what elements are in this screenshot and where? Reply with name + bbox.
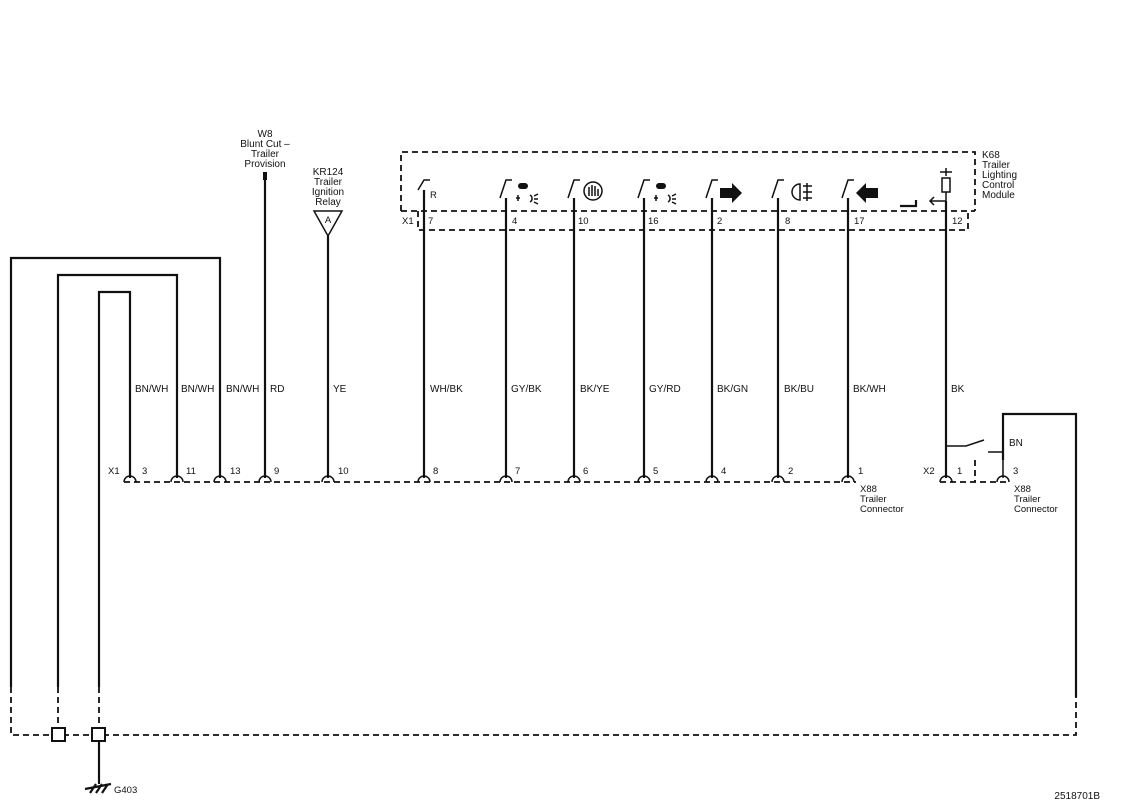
relay-line-1: Trailer xyxy=(314,177,343,188)
x1-pin: 2 xyxy=(788,466,793,477)
module-pin-17: 17 xyxy=(854,216,865,227)
k68-module: K68 Trailer Lighting Control Module X1 xyxy=(400,150,1017,231)
wire-color-label: RD xyxy=(270,384,284,395)
x2-pin: 1 xyxy=(957,466,962,477)
ground-g403: G403 xyxy=(51,727,137,796)
output-ground: 12 xyxy=(900,168,963,227)
fog-lamp-icon xyxy=(791,183,801,201)
module-connector-label: X1 xyxy=(402,216,414,227)
blunt-cut-end xyxy=(263,172,267,180)
module-outputs: R 7 4 10 16 2 xyxy=(417,168,963,227)
x1-caption-2: Trailer xyxy=(860,494,887,505)
tail-lamp-icon xyxy=(656,183,666,189)
x1-caption-1: X88 xyxy=(860,484,877,495)
module-pin-10: 10 xyxy=(578,216,589,227)
wire-color-label: GY/RD xyxy=(649,384,681,395)
w8-line-1: Blunt Cut – xyxy=(240,139,290,150)
wire-color-label: YE xyxy=(333,384,347,395)
x2-caption-2: Trailer xyxy=(1014,494,1041,505)
x1-pin: 1 xyxy=(858,466,863,477)
ground-bus-dashed xyxy=(10,687,1077,736)
w8-line-3: Provision xyxy=(244,159,285,170)
tail-lamp-icon xyxy=(518,183,528,189)
x2-pin: 3 xyxy=(1013,466,1018,477)
x1-pin: 5 xyxy=(653,466,658,477)
x1-pin: 4 xyxy=(721,466,726,477)
w8-blunt-cut: W8 Blunt Cut – Trailer Provision xyxy=(240,129,290,180)
w8-ref: W8 xyxy=(258,129,273,140)
module-pin-16: 16 xyxy=(648,216,659,227)
relay-line-3: Relay xyxy=(315,197,341,208)
output-tail-lamp-left: 4 xyxy=(499,179,539,227)
wire-bnwh-11 xyxy=(56,273,179,687)
module-name-line-2: Lighting xyxy=(982,170,1017,181)
wire-color-label: BN xyxy=(1009,438,1023,449)
module-pin-2: 2 xyxy=(717,216,722,227)
relay-line-2: Ignition xyxy=(312,187,344,198)
relay-terminal: A xyxy=(325,215,332,226)
x1-pin: 8 xyxy=(433,466,438,477)
reverse-letter: R xyxy=(430,190,437,201)
output-fog-lamp: 8 xyxy=(771,179,812,227)
splice-right xyxy=(91,727,106,742)
output-turn-right: 2 xyxy=(705,179,742,227)
output-turn-left: 17 xyxy=(841,179,878,227)
x2-caption-3: Connector xyxy=(1014,504,1058,515)
module-pin-8: 8 xyxy=(785,216,790,227)
arrow-right-icon xyxy=(720,183,742,203)
module-ref: K68 xyxy=(982,150,1000,161)
wire-color-label: BK/BU xyxy=(784,384,814,395)
x1-pin: 7 xyxy=(515,466,520,477)
figure-id: 2518701B xyxy=(1054,791,1100,802)
x2-caption-1: X88 xyxy=(1014,484,1031,495)
wire-bnwh-13 xyxy=(9,256,222,687)
ground-symbol-icon xyxy=(84,782,112,794)
output-reverse: R 7 xyxy=(417,179,437,227)
x1-pin: 3 xyxy=(142,466,147,477)
wire-color-label: BN/WH xyxy=(226,384,259,395)
module-name-line-3: Control xyxy=(982,180,1014,191)
wire-bn xyxy=(1001,412,1078,697)
wire-color-label: WH/BK xyxy=(430,384,463,395)
x1-connector-label: X1 xyxy=(108,466,120,477)
module-pin-7: 7 xyxy=(428,216,433,227)
wire-color-label: BN/WH xyxy=(181,384,214,395)
wire-color-label: GY/BK xyxy=(511,384,542,395)
x2-connector-label: X2 xyxy=(923,466,935,477)
wire-color-label: BK xyxy=(951,384,965,395)
output-stop-lamp: 10 xyxy=(567,179,603,227)
ground-ref: G403 xyxy=(114,785,137,796)
x1-pin: 6 xyxy=(583,466,588,477)
resistor-icon xyxy=(941,177,951,193)
kr124-relay: KR124 Trailer Ignition Relay A xyxy=(312,167,344,238)
wire-color-label: BN/WH xyxy=(135,384,168,395)
x1-pin: 9 xyxy=(274,466,279,477)
wire-color-label: BK/YE xyxy=(580,384,610,395)
output-tail-lamp-right: 16 xyxy=(637,179,677,227)
x88-x1-connector: X1 3 11 13 9 10 8 7 6 5 4 2 1 X88 Traile… xyxy=(108,466,904,515)
wire-color-labels: BN/WH BN/WH BN/WH RD YE WH/BK GY/BK BK/Y… xyxy=(135,384,1023,449)
wire-color-label: BK/GN xyxy=(717,384,748,395)
arrow-left-icon xyxy=(856,183,878,203)
module-pin-12: 12 xyxy=(952,216,963,227)
splice-left xyxy=(51,727,66,742)
relay-terminal-triangle xyxy=(312,210,344,238)
relay-ref: KR124 xyxy=(313,167,344,178)
x1-pin: 11 xyxy=(186,466,196,477)
x1-caption-3: Connector xyxy=(860,504,904,515)
stop-hand-icon xyxy=(583,181,603,201)
module-name-line-4: Module xyxy=(982,190,1015,201)
module-name-line-1: Trailer xyxy=(982,160,1011,171)
wire-bnwh-3 xyxy=(97,290,132,687)
x1-pin: 10 xyxy=(338,466,349,477)
x1-pin: 13 xyxy=(230,466,241,477)
w8-line-2: Trailer xyxy=(251,149,280,160)
module-pin-4: 4 xyxy=(512,216,517,227)
wires xyxy=(9,180,1078,736)
wire-color-label: BK/WH xyxy=(853,384,886,395)
x88-x2-connector: X2 1 3 X88 Trailer Connector xyxy=(923,439,1058,515)
